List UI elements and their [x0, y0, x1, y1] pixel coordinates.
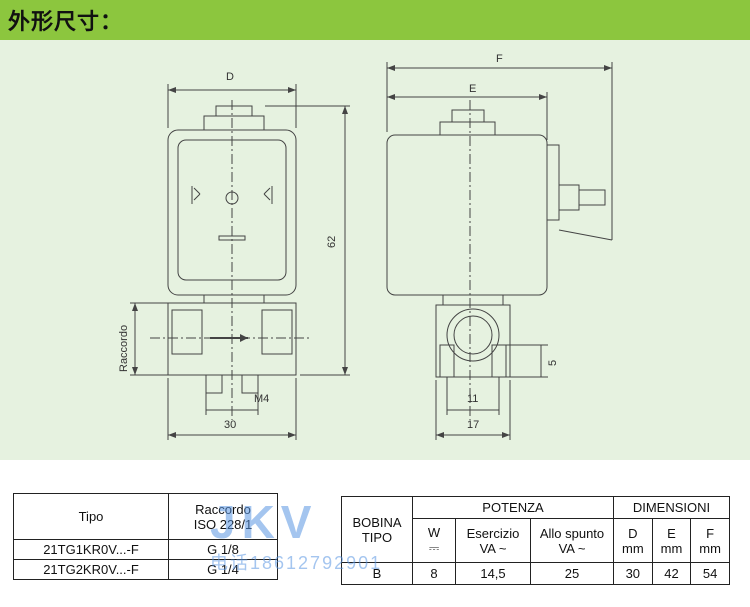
cell-bobina: B — [341, 562, 413, 585]
cell-e: 42 — [651, 562, 692, 585]
dim-label-11: 11 — [467, 393, 478, 405]
header-potenza: POTENZA — [412, 496, 614, 519]
header-raccordo: Raccordo ISO 228/1 — [168, 493, 278, 540]
cell-raccordo: G 1/8 — [168, 539, 278, 560]
spec-area: Tipo Raccordo ISO 228/1 21TG1KR0V...-F G… — [0, 460, 750, 607]
header-d: D mm — [613, 518, 653, 563]
dim-label-30: 30 — [224, 419, 236, 431]
cell-d: 30 — [613, 562, 653, 585]
cell-tipo: 21TG2KR0V...-F — [13, 559, 169, 580]
fitting-table: Tipo Raccordo ISO 228/1 21TG1KR0V...-F G… — [13, 493, 278, 580]
dim-label-5: 5 — [547, 360, 559, 366]
header-bar: 外形尺寸： — [0, 0, 750, 40]
table-row: B 8 14,5 25 30 42 54 — [341, 562, 730, 585]
dim-label-m4: M4 — [254, 393, 269, 405]
cell-spunto: 25 — [530, 562, 614, 585]
dim-label-e: E — [469, 83, 476, 95]
header-spunto: Allo spunto VA ~ — [530, 518, 614, 563]
valve-body-side — [435, 304, 511, 378]
coil-body-side — [386, 134, 548, 296]
dim-label-17: 17 — [467, 419, 479, 431]
dim-label-d: D — [226, 71, 234, 83]
header-bobina: BOBINA TIPO — [341, 496, 413, 563]
table-row: 21TG1KR0V...-F G 1/8 — [13, 539, 278, 560]
table-row: 21TG2KR0V...-F G 1/4 — [13, 559, 278, 580]
dim-label-62: 62 — [326, 236, 338, 248]
header-f: F mm — [690, 518, 730, 563]
cell-f: 54 — [690, 562, 730, 585]
technical-drawing: D 62 Raccordo M4 30 F E 5 11 17 — [118, 53, 613, 440]
header-e: E mm — [651, 518, 692, 563]
cell-esercizio: 14,5 — [455, 562, 531, 585]
cell-raccordo: G 1/4 — [168, 559, 278, 580]
coil-table: BOBINA TIPO POTENZA DIMENSIONI W ⎓ Eserc… — [341, 496, 730, 585]
header-tipo: Tipo — [13, 493, 169, 540]
cell-tipo: 21TG1KR0V...-F — [13, 539, 169, 560]
page-title: 外形尺寸： — [8, 10, 124, 35]
header-esercizio: Esercizio VA ~ — [455, 518, 531, 563]
cell-w: 8 — [412, 562, 456, 585]
header-dimensioni: DIMENSIONI — [613, 496, 730, 519]
dim-label-raccordo: Raccordo — [118, 325, 130, 372]
header-w: W ⎓ — [412, 518, 456, 563]
dim-label-f: F — [496, 53, 503, 65]
